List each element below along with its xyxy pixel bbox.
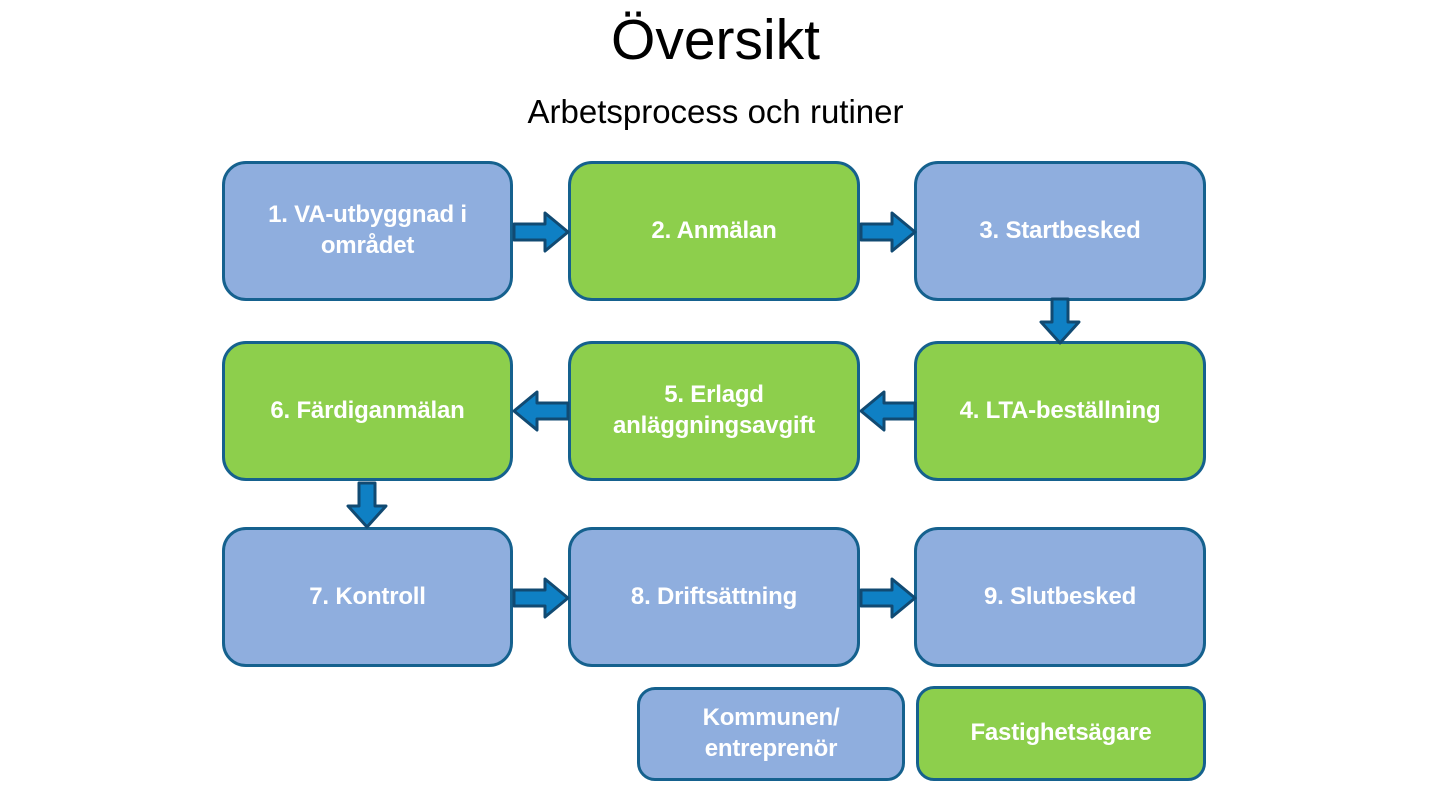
- legend-kommunen-entreprenor: Kommunen/ entreprenör: [637, 687, 905, 781]
- step-label: 7. Kontroll: [309, 582, 426, 610]
- arrow-right-icon-step7-to-step8: [512, 576, 570, 620]
- arrow-right-icon-step1-to-step2: [512, 210, 570, 254]
- step-label: 3. Startbesked: [979, 216, 1141, 244]
- step-label: 5. Erlagd anläggningsavgift: [613, 381, 815, 439]
- arrow-left-icon-step5-to-step6: [512, 389, 570, 433]
- step-label: 8. Driftsättning: [630, 582, 798, 610]
- step-box-6-fardiganmalan: 6. Färdiganmälan: [222, 341, 513, 481]
- step-box-1-va-utbyggnad: 1. VA-utbyggnad i området: [222, 161, 513, 301]
- arrow-down-icon-step3-to-step4: [1039, 297, 1081, 345]
- step-label: 6. Färdiganmälan: [270, 396, 465, 424]
- page-subtitle: Arbetsprocess och rutiner: [527, 93, 904, 130]
- legend-fastighetsagare: Fastighetsägare: [916, 686, 1206, 781]
- arrow-down-icon-step6-to-step7: [346, 481, 388, 529]
- step-box-7-kontroll: 7. Kontroll: [222, 527, 513, 667]
- step-box-5-erlagd-anlaggningsavgift: 5. Erlagd anläggningsavgift: [568, 341, 860, 481]
- step-label: 1. VA-utbyggnad i området: [268, 201, 467, 259]
- arrow-left-icon-step4-to-step5: [859, 389, 917, 433]
- page-title: Översikt: [610, 8, 821, 72]
- legend-label: Fastighetsägare: [970, 719, 1152, 747]
- step-box-2-anmalan: 2. Anmälan: [568, 161, 860, 301]
- arrow-right-icon-step2-to-step3: [859, 210, 917, 254]
- step-label: 4. LTA-beställning: [959, 396, 1161, 424]
- step-box-8-driftsattning: 8. Driftsättning: [568, 527, 860, 667]
- arrow-right-icon-step8-to-step9: [859, 576, 917, 620]
- step-box-9-slutbesked: 9. Slutbesked: [914, 527, 1206, 667]
- step-box-3-startbesked: 3. Startbesked: [914, 161, 1206, 301]
- step-label: 9. Slutbesked: [983, 582, 1137, 610]
- step-box-4-lta-bestallning: 4. LTA-beställning: [914, 341, 1206, 481]
- step-label: 2. Anmälan: [651, 216, 777, 244]
- legend-label-line2: entreprenör: [704, 735, 838, 762]
- legend-label: Kommunen/ entreprenör: [703, 703, 840, 764]
- legend-label-line1: Kommunen/: [702, 704, 840, 732]
